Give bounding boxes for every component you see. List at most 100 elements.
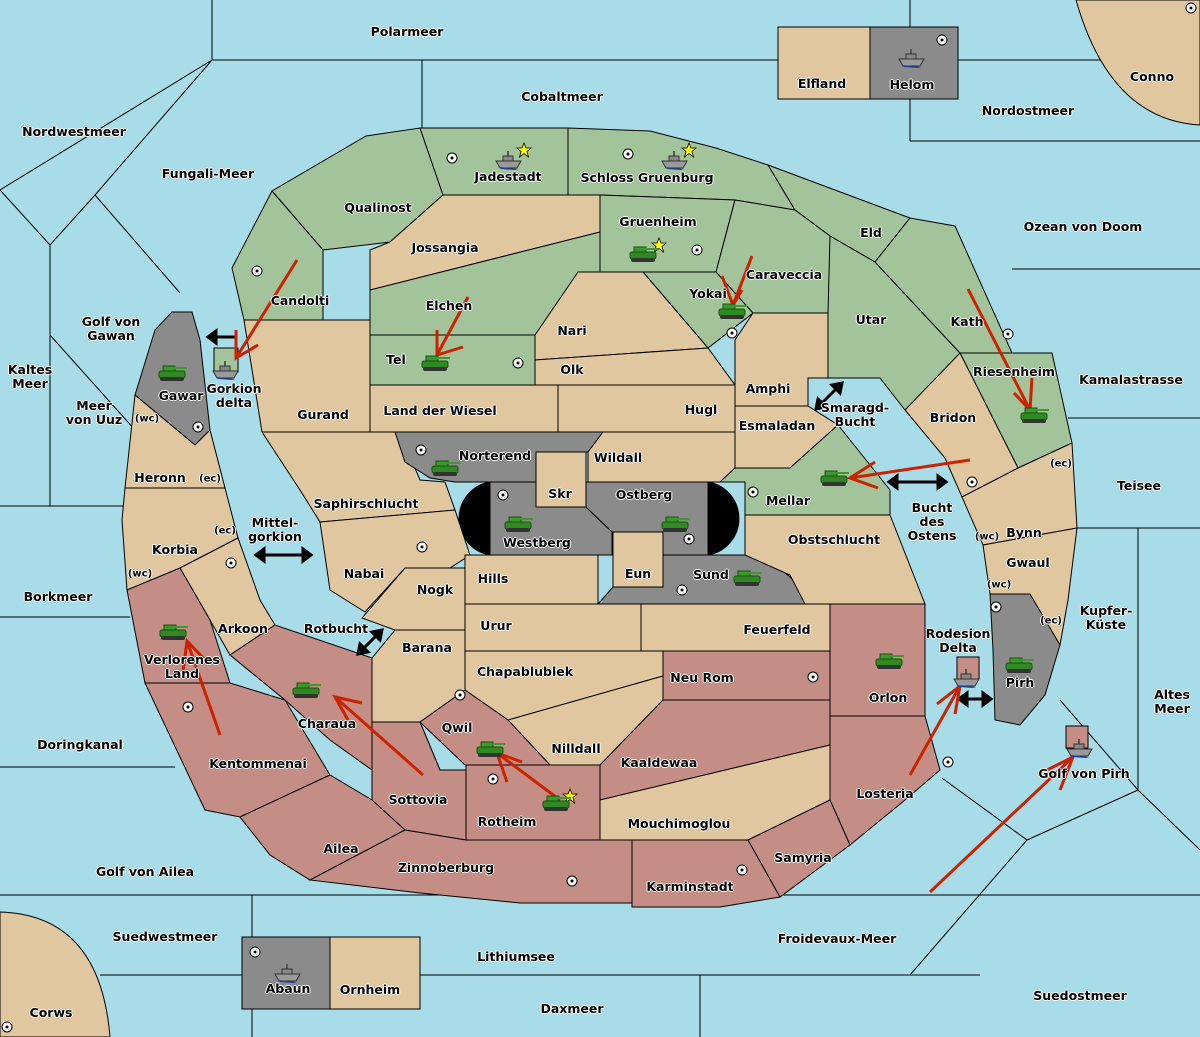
province-gwaul[interactable] bbox=[982, 527, 1078, 646]
province-samyria[interactable] bbox=[747, 799, 851, 898]
label-pirh: Pirh bbox=[1005, 675, 1035, 690]
order-arrow-kentommenai-verloren bbox=[185, 640, 222, 736]
supply-center bbox=[487, 773, 499, 785]
label-hills: Hills bbox=[477, 571, 509, 586]
order-arrow-losteria-rodesion bbox=[908, 685, 962, 776]
province-gruenheim[interactable] bbox=[599, 194, 736, 273]
army-unit-icon[interactable] bbox=[1004, 655, 1036, 675]
supply-center bbox=[990, 601, 1002, 613]
label-fungali: Fungali-Meer bbox=[161, 166, 255, 181]
supply-center bbox=[497, 489, 509, 501]
supply-center bbox=[1002, 328, 1014, 340]
label-golf-gawan: Golf von Gawan bbox=[81, 314, 141, 343]
label-sund: Sund bbox=[693, 567, 729, 582]
army-unit-icon[interactable] bbox=[660, 514, 692, 534]
supply-center bbox=[416, 541, 428, 553]
province-conno[interactable] bbox=[1075, 0, 1200, 126]
label-karmin: Karminstadt bbox=[646, 879, 734, 894]
coast-tag-gawar-wc: (wc) bbox=[134, 413, 160, 425]
army-unit-icon[interactable] bbox=[430, 458, 462, 478]
province-skr[interactable] bbox=[535, 451, 587, 508]
label-korbia: Korbia bbox=[152, 542, 198, 557]
coast-tag-gwaul-wc: (wc) bbox=[986, 579, 1012, 591]
label-suedost: Suedostmeer bbox=[1033, 988, 1127, 1003]
fleet-unit-icon[interactable] bbox=[1066, 737, 1094, 759]
army-unit-icon[interactable] bbox=[1019, 405, 1051, 425]
label-lithium: Lithiumsee bbox=[477, 949, 555, 964]
province-eun[interactable] bbox=[612, 531, 664, 588]
label-bynn: Bynn bbox=[1006, 525, 1042, 540]
province-ornheim[interactable] bbox=[329, 936, 421, 1010]
province-jadestadt[interactable] bbox=[419, 127, 569, 196]
passage-arrows bbox=[205, 328, 994, 708]
label-amphi: Amphi bbox=[745, 381, 791, 396]
label-mittel: Mittel- gorkion bbox=[248, 515, 302, 544]
fleet-unit-icon[interactable] bbox=[661, 149, 689, 171]
order-arrow-elchen-tel bbox=[435, 296, 470, 356]
star-icon bbox=[681, 142, 697, 158]
supply-center bbox=[807, 671, 819, 683]
label-esmaladan: Esmaladan bbox=[738, 418, 816, 433]
label-nordwestmeer: Nordwestmeer bbox=[22, 124, 126, 139]
fleet-unit-icon[interactable] bbox=[953, 667, 981, 689]
army-unit-icon[interactable] bbox=[874, 651, 906, 671]
army-unit-icon[interactable] bbox=[291, 680, 323, 700]
supply-center bbox=[1, 1021, 13, 1033]
gorkion-delta-marker bbox=[213, 347, 239, 373]
army-unit-icon[interactable] bbox=[420, 353, 452, 373]
fleet-unit-icon[interactable] bbox=[898, 47, 926, 69]
province-elfland[interactable] bbox=[777, 26, 871, 100]
army-unit-icon[interactable] bbox=[157, 363, 189, 383]
supply-center bbox=[415, 444, 427, 456]
label-daxmeer: Daxmeer bbox=[540, 1001, 604, 1016]
label-tel: Tel bbox=[386, 352, 406, 367]
province-karminstadt[interactable] bbox=[631, 839, 781, 908]
label-rodesion: Rodesion Delta bbox=[925, 626, 991, 655]
label-obst: Obstschlucht bbox=[787, 532, 881, 547]
label-gurand: Gurand bbox=[297, 407, 349, 422]
label-gruenheim: Gruenheim bbox=[619, 214, 697, 229]
province-kath[interactable] bbox=[874, 217, 1013, 354]
army-unit-icon[interactable] bbox=[819, 468, 851, 488]
label-mouchi: Mouchimoglou bbox=[627, 816, 731, 831]
label-gorkion: Gorkion delta bbox=[206, 381, 262, 410]
coast-tag-gwaul-ec: (ec) bbox=[1040, 615, 1062, 627]
label-doring: Doringkanal bbox=[37, 737, 123, 752]
label-wiesel: Land der Wiesel bbox=[383, 403, 497, 418]
label-rotheim: Rotheim bbox=[477, 814, 537, 829]
label-kentom: Kentommenai bbox=[209, 756, 307, 771]
supply-center bbox=[1185, 2, 1197, 14]
label-kupfer: Kupfer- Küste bbox=[1079, 603, 1133, 632]
army-unit-icon[interactable] bbox=[628, 244, 660, 264]
coast-tag-korbia-ec: (ec) bbox=[214, 525, 236, 537]
label-borkmeer: Borkmeer bbox=[23, 589, 93, 604]
supply-center bbox=[446, 152, 458, 164]
province-verlorenes-land[interactable] bbox=[126, 567, 231, 684]
army-unit-icon[interactable] bbox=[475, 739, 507, 759]
army-unit-icon[interactable] bbox=[503, 514, 535, 534]
province-heronn[interactable] bbox=[124, 394, 226, 489]
fleet-unit-icon[interactable] bbox=[495, 149, 523, 171]
fleet-unit-icon[interactable] bbox=[212, 359, 240, 381]
label-nilldall: Nilldall bbox=[551, 741, 601, 756]
label-qualinost: Qualinost bbox=[344, 200, 412, 215]
label-ozean: Ozean von Doom bbox=[1023, 219, 1143, 234]
label-teisee: Teisee bbox=[1116, 478, 1162, 493]
label-urur: Urur bbox=[480, 618, 512, 633]
label-candolti: Candolti bbox=[270, 293, 330, 308]
province-amphi[interactable] bbox=[734, 312, 829, 407]
label-verloren: Verlorenes Land bbox=[144, 652, 220, 681]
army-unit-icon[interactable] bbox=[732, 568, 764, 588]
army-unit-icon[interactable] bbox=[541, 793, 573, 813]
label-polarmeer: Polarmeer bbox=[370, 24, 444, 39]
label-elfland: Elfland bbox=[797, 76, 847, 91]
fleet-unit-icon[interactable] bbox=[274, 962, 302, 984]
label-golf-pirh: Golf von Pirh bbox=[1038, 766, 1130, 781]
label-nari: Nari bbox=[557, 323, 587, 338]
supply-center bbox=[454, 689, 466, 701]
army-unit-icon[interactable] bbox=[158, 622, 190, 642]
province-bynn[interactable] bbox=[961, 442, 1078, 546]
province-corws[interactable] bbox=[0, 911, 111, 1037]
army-unit-icon[interactable] bbox=[717, 301, 749, 321]
